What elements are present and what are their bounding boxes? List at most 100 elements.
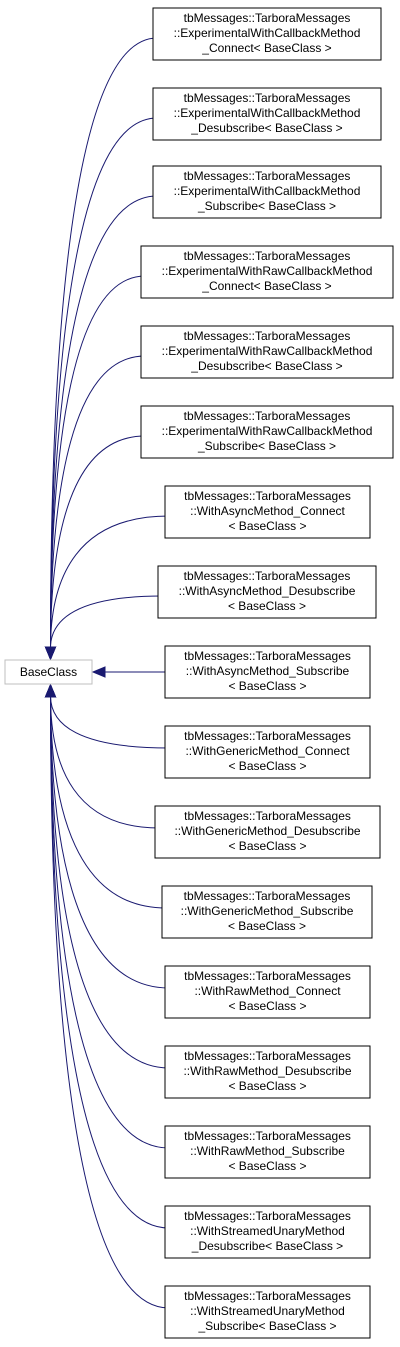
derived-class-label-line: _Connect< BaseClass > — [201, 279, 331, 293]
derived-class-label-line: tbMessages::TarboraMessages — [184, 889, 351, 903]
derived-class-box — [157, 565, 377, 619]
derived-class-label-line: ::ExperimentalWithRawCallbackMethod — [162, 264, 373, 278]
inheritance-edge — [50, 695, 170, 989]
inheritance-edge — [50, 695, 170, 1149]
derived-class-label-line: tbMessages::TarboraMessages — [184, 249, 351, 263]
inheritance-edge — [50, 275, 146, 649]
derived-class-label-line: < BaseClass > — [228, 1079, 306, 1093]
derived-class-label-line: ::WithGenericMethod_Connect — [185, 744, 350, 758]
derived-class-label-line: ::ExperimentalWithCallbackMethod — [174, 26, 361, 40]
derived-class-node[interactable]: tbMessages::TarboraMessages::WithGeneric… — [154, 805, 381, 859]
derived-class-node[interactable]: tbMessages::TarboraMessages::Experimenta… — [140, 245, 394, 299]
derived-class-node[interactable]: tbMessages::TarboraMessages::WithGeneric… — [161, 885, 373, 939]
derived-class-label-line: ::WithRawMethod_Subscribe — [190, 1144, 345, 1158]
derived-class-label-line: tbMessages::TarboraMessages — [184, 169, 351, 183]
derived-class-label-line: tbMessages::TarboraMessages — [184, 329, 351, 343]
derived-class-box — [164, 645, 371, 699]
derived-class-box — [154, 805, 381, 859]
derived-class-node[interactable]: tbMessages::TarboraMessages::Experimenta… — [140, 325, 394, 379]
inheritance-edges — [44, 37, 170, 1309]
derived-class-label-line: _Subscribe< BaseClass > — [197, 439, 336, 453]
derived-class-label-line: tbMessages::TarboraMessages — [184, 1049, 351, 1063]
inheritance-edge — [50, 515, 170, 649]
derived-class-label-line: < BaseClass > — [228, 599, 306, 613]
derived-class-node[interactable]: tbMessages::TarboraMessages::WithRawMeth… — [164, 1125, 371, 1179]
derived-class-label-line: tbMessages::TarboraMessages — [184, 1289, 351, 1303]
derived-class-label-line: < BaseClass > — [228, 999, 306, 1013]
derived-class-label-line: tbMessages::TarboraMessages — [184, 649, 351, 663]
derived-class-label-line: _Connect< BaseClass > — [201, 41, 331, 55]
derived-class-label-line: ::ExperimentalWithRawCallbackMethod — [162, 424, 373, 438]
derived-class-node[interactable]: tbMessages::TarboraMessages::Experimenta… — [152, 165, 382, 219]
derived-class-label-line: _Desubscribe< BaseClass > — [190, 121, 342, 135]
inheritance-edge — [50, 355, 146, 649]
derived-class-label-line: < BaseClass > — [228, 839, 306, 853]
base-class-box — [4, 659, 93, 685]
derived-class-label-line: tbMessages::TarboraMessages — [184, 569, 351, 583]
derived-class-node[interactable]: tbMessages::TarboraMessages::WithGeneric… — [164, 725, 371, 779]
derived-class-box — [152, 7, 382, 61]
derived-class-label-line: _Subscribe< BaseClass > — [197, 1319, 336, 1333]
derived-class-label-line: tbMessages::TarboraMessages — [184, 91, 351, 105]
derived-class-label-line: ::WithGenericMethod_Desubscribe — [174, 824, 360, 838]
derived-class-label-line: tbMessages::TarboraMessages — [184, 809, 351, 823]
base-class-label: BaseClass — [20, 665, 77, 679]
derived-class-label-line: tbMessages::TarboraMessages — [184, 969, 351, 983]
derived-class-node[interactable]: tbMessages::TarboraMessages::Experimenta… — [152, 7, 382, 61]
derived-class-label-line: ::ExperimentalWithCallbackMethod — [174, 106, 361, 120]
derived-class-label-line: ::ExperimentalWithCallbackMethod — [174, 184, 361, 198]
derived-class-box — [152, 165, 382, 219]
derived-class-label-line: tbMessages::TarboraMessages — [184, 409, 351, 423]
derived-class-box — [140, 325, 394, 379]
derived-class-label-line: tbMessages::TarboraMessages — [184, 489, 351, 503]
derived-class-label-line: tbMessages::TarboraMessages — [184, 1209, 351, 1223]
derived-class-label-line: tbMessages::TarboraMessages — [184, 11, 351, 25]
derived-class-node[interactable]: tbMessages::TarboraMessages::WithStreame… — [164, 1205, 371, 1259]
derived-class-label-line: ::WithStreamedUnaryMethod — [190, 1304, 345, 1318]
derived-class-label-line: ::WithStreamedUnaryMethod — [190, 1224, 345, 1238]
derived-class-label-line: ::WithGenericMethod_Subscribe — [181, 904, 354, 918]
inheritance-edge — [50, 695, 167, 909]
derived-class-box — [152, 87, 382, 141]
inheritance-arrowhead — [91, 666, 106, 678]
derived-class-label-line: ::WithRawMethod_Desubscribe — [183, 1064, 351, 1078]
inheritance-edge — [50, 695, 160, 829]
inheritance-edge — [50, 695, 170, 749]
derived-class-box — [164, 965, 371, 1019]
derived-class-label-line: ::WithAsyncMethod_Desubscribe — [179, 584, 356, 598]
derived-class-node[interactable]: tbMessages::TarboraMessages::Experimenta… — [152, 87, 382, 141]
inheritance-edge — [50, 595, 163, 649]
derived-class-node[interactable]: tbMessages::TarboraMessages::WithRawMeth… — [164, 965, 371, 1019]
inheritance-edge — [50, 695, 170, 1309]
derived-class-box — [164, 485, 371, 539]
derived-class-label-line: < BaseClass > — [228, 759, 306, 773]
inheritance-edge — [50, 435, 146, 649]
derived-class-label-line: ::WithAsyncMethod_Subscribe — [186, 664, 350, 678]
derived-class-node[interactable]: tbMessages::TarboraMessages::WithRawMeth… — [164, 1045, 371, 1099]
derived-class-box — [140, 245, 394, 299]
derived-class-label-line: ::WithAsyncMethod_Connect — [190, 504, 345, 518]
derived-class-label-line: ::WithRawMethod_Connect — [194, 984, 341, 998]
derived-class-node[interactable]: tbMessages::TarboraMessages::WithAsyncMe… — [164, 485, 371, 539]
derived-class-box — [140, 405, 394, 459]
derived-class-label-line: tbMessages::TarboraMessages — [184, 729, 351, 743]
base-class-node[interactable]: BaseClass — [4, 659, 93, 685]
inheritance-edge — [50, 695, 170, 1229]
derived-class-node[interactable]: tbMessages::TarboraMessages::WithAsyncMe… — [164, 645, 371, 699]
derived-class-node[interactable]: tbMessages::TarboraMessages::WithStreame… — [164, 1285, 371, 1339]
derived-class-node[interactable]: tbMessages::TarboraMessages::WithAsyncMe… — [157, 565, 377, 619]
derived-class-box — [164, 725, 371, 779]
derived-class-label-line: < BaseClass > — [228, 1159, 306, 1173]
inheritance-arrowhead — [44, 683, 57, 698]
derived-class-label-line: _Desubscribe< BaseClass > — [190, 359, 342, 373]
derived-class-box — [161, 885, 373, 939]
derived-class-box — [164, 1205, 371, 1259]
inheritance-edge — [50, 695, 170, 1069]
inheritance-edge — [50, 37, 158, 649]
derived-class-box — [164, 1285, 371, 1339]
derived-class-label-line: ::ExperimentalWithRawCallbackMethod — [162, 344, 373, 358]
derived-class-node[interactable]: tbMessages::TarboraMessages::Experimenta… — [140, 405, 394, 459]
inheritance-arrowhead — [44, 646, 57, 661]
derived-class-label-line: _Subscribe< BaseClass > — [197, 199, 336, 213]
